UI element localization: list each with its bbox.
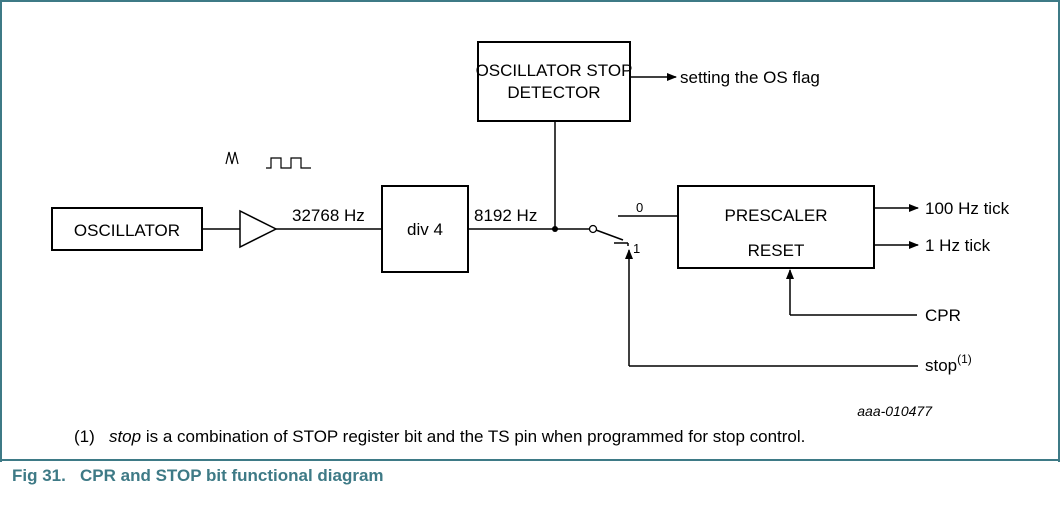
switch-1-label: 1: [633, 241, 640, 256]
div4-label: div 4: [407, 220, 443, 239]
freq-in-label: 32768 Hz: [292, 206, 365, 225]
os-flag-label: setting the OS flag: [680, 68, 820, 87]
prescaler-label-line2: RESET: [748, 241, 805, 260]
freq-out-label: 8192 Hz: [474, 206, 537, 225]
switch-0-label: 0: [636, 200, 643, 215]
oscillator-label: OSCILLATOR: [74, 221, 180, 240]
stop-label: stop(1): [925, 352, 972, 375]
cpr-label: CPR: [925, 306, 961, 325]
prescaler-label-line1: PRESCALER: [725, 206, 828, 225]
figure-title: Fig 31. CPR and STOP bit functional diag…: [12, 466, 384, 485]
stop-detector-block: [477, 41, 631, 122]
stop-detector-label-line2: DETECTOR: [507, 83, 600, 102]
stop-label-superscript: (1): [957, 352, 972, 366]
prescaler-block: [677, 185, 875, 269]
tick-1hz-label: 1 Hz tick: [925, 236, 991, 255]
footnote-number: (1): [74, 427, 95, 446]
stop-detector-label-line1: OSCILLATOR STOP: [476, 61, 633, 80]
sine-wave-icon: [225, 151, 239, 165]
buffer-triangle: [239, 209, 278, 249]
footnote-italic-term: stop: [108, 427, 142, 446]
footnote: (1) stop is a combination of STOP regist…: [74, 427, 805, 447]
stop-label-text: stop: [925, 356, 957, 375]
tick-100hz-label: 100 Hz tick: [925, 199, 1010, 218]
square-wave-icon: [266, 157, 311, 169]
switch-pivot: [588, 224, 598, 234]
footnote-text: is a combination of STOP register bit an…: [141, 427, 806, 446]
switch-blade: [595, 229, 624, 241]
figure-code-label: aaa-010477: [857, 403, 933, 419]
